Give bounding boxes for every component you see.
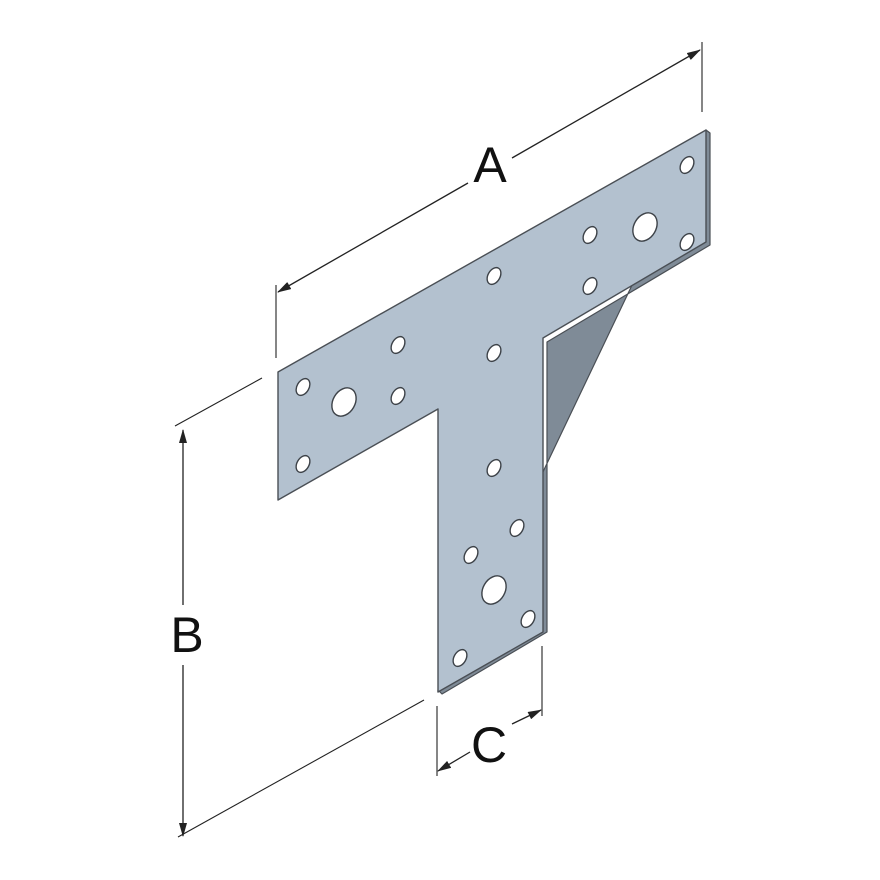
small-hole	[295, 377, 311, 397]
extension-line	[174, 377, 263, 427]
large-hole	[331, 387, 357, 417]
small-hole	[486, 343, 502, 363]
dimension-b: B	[170, 377, 425, 838]
small-hole	[463, 545, 479, 565]
small-hole	[390, 335, 406, 355]
small-hole	[452, 648, 468, 668]
large-hole	[632, 212, 658, 242]
dimension-a: A	[275, 42, 703, 358]
dimension-c: C	[436, 646, 543, 776]
dimension-label-a: A	[473, 137, 507, 193]
small-hole	[390, 386, 406, 406]
small-hole	[679, 155, 695, 175]
dimension-line	[277, 182, 469, 293]
dimension-line	[437, 751, 471, 772]
small-hole	[582, 225, 598, 245]
small-hole	[486, 266, 502, 286]
small-hole	[582, 276, 598, 296]
small-hole	[295, 454, 311, 474]
small-hole	[679, 232, 695, 252]
extension-line	[177, 699, 425, 838]
plate-face	[277, 129, 707, 693]
dimension-label-c: C	[471, 717, 507, 773]
small-hole	[509, 518, 525, 538]
dimension-line	[511, 49, 701, 159]
dimension-line	[511, 709, 542, 725]
dimension-label-b: B	[170, 607, 203, 663]
small-hole	[486, 458, 502, 478]
plate-holes	[295, 155, 695, 668]
large-hole	[481, 575, 507, 605]
small-hole	[520, 609, 536, 629]
